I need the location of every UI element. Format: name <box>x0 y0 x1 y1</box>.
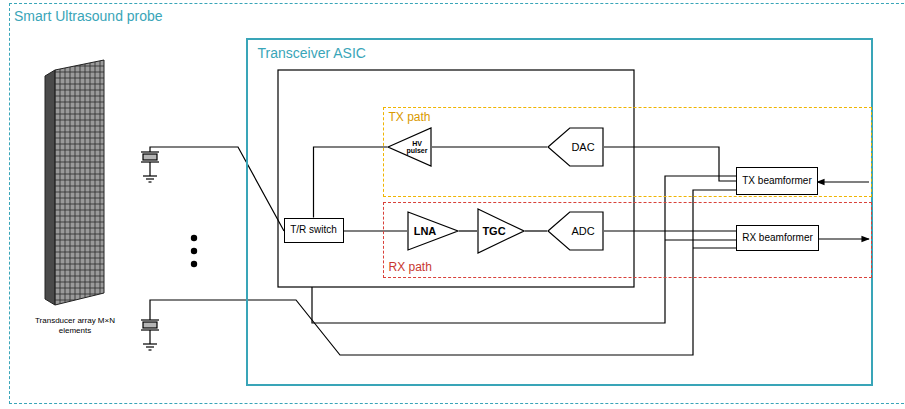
node-text: HV pulser <box>405 140 429 154</box>
tgc-amplifier-outline <box>478 209 524 253</box>
channel-wire <box>150 190 737 355</box>
rx-path-region: RX path LNA TGC ADC RX beamformer <box>383 202 872 278</box>
array-side-face <box>45 70 55 305</box>
shape-outline <box>547 127 604 167</box>
label-holder: Transducer array M×N elements <box>35 316 115 335</box>
node-text: Transceiver ASIC <box>258 45 366 61</box>
hv-pulser-amplifier: HV pulser <box>387 127 432 167</box>
signal-wire <box>432 146 547 147</box>
adc-block: ADC <box>547 211 604 251</box>
channel-wire <box>693 247 737 248</box>
node-text: Smart Ultrasound probe <box>14 8 163 24</box>
transducer-element <box>141 147 284 231</box>
rx-beamformer-box: RX beamformer <box>736 225 819 251</box>
signal-wire <box>604 230 736 231</box>
node-text: TX path <box>389 111 431 125</box>
lna-amplifier-outline <box>408 212 458 250</box>
ground-symbol <box>149 349 152 350</box>
node-text: TGC <box>482 225 505 238</box>
continuation-dot <box>191 248 197 254</box>
adc-block-outline <box>548 212 603 250</box>
signal-wire <box>314 147 388 218</box>
tx-path-region: TX path HV pulser DAC TX beamformer <box>383 107 872 197</box>
shape-outline <box>387 127 432 167</box>
node-text: DAC <box>571 141 594 154</box>
electrode <box>141 319 159 320</box>
tx-beamformer-box: TX beamformer <box>736 167 818 195</box>
shape-outline <box>547 211 604 251</box>
tr-switch-box: T/R switch <box>284 218 344 243</box>
node-text: ADC <box>571 225 594 238</box>
node-text: RX beamformer <box>742 232 813 244</box>
signal-wire <box>525 230 547 231</box>
transducer-array <box>55 60 104 305</box>
asic-boundary: Transceiver ASIC TX path HV pulser DAC TX be… <box>246 38 873 386</box>
dac-block: DAC <box>547 127 604 167</box>
shape-outline <box>407 211 459 251</box>
ground-symbol <box>149 181 152 182</box>
transducer-element <box>141 190 737 355</box>
signal-wire <box>344 230 408 231</box>
ground-symbol <box>146 346 154 347</box>
signal-wire <box>604 147 736 181</box>
ground-symbol <box>143 175 157 176</box>
probe-boundary: Smart Ultrasound probeTransceiver ASIC TX… <box>9 3 905 404</box>
ground-symbol <box>143 343 157 344</box>
part-label: Transducer array M×N elements <box>35 316 115 335</box>
node-text: RX path <box>389 261 432 275</box>
dac-block-outline <box>548 128 603 166</box>
element-wire <box>150 147 284 231</box>
channel-block-edge <box>312 176 737 323</box>
ground-symbol <box>146 178 154 179</box>
hv-pulser-amplifier-outline <box>388 128 431 166</box>
continuation-dot <box>191 261 197 267</box>
ground-wire <box>149 330 150 344</box>
channel-block <box>278 70 634 287</box>
channel-wire <box>665 239 737 240</box>
lna-amplifier: LNA <box>407 211 459 251</box>
node-text: LNA <box>414 225 437 238</box>
signal-wire <box>459 230 477 231</box>
shape-outline <box>477 208 525 254</box>
node-text: TX beamformer <box>742 175 811 187</box>
continuation-dot <box>191 235 197 241</box>
tgc-amplifier: TGC <box>477 208 525 254</box>
piezo-crystal <box>143 154 157 160</box>
electrode <box>141 151 159 152</box>
ground-wire <box>149 162 150 176</box>
rx-output-arrow <box>817 238 869 239</box>
tx-input-arrow <box>817 181 869 182</box>
node-text: T/R switch <box>290 224 337 236</box>
piezo-crystal <box>143 322 157 328</box>
